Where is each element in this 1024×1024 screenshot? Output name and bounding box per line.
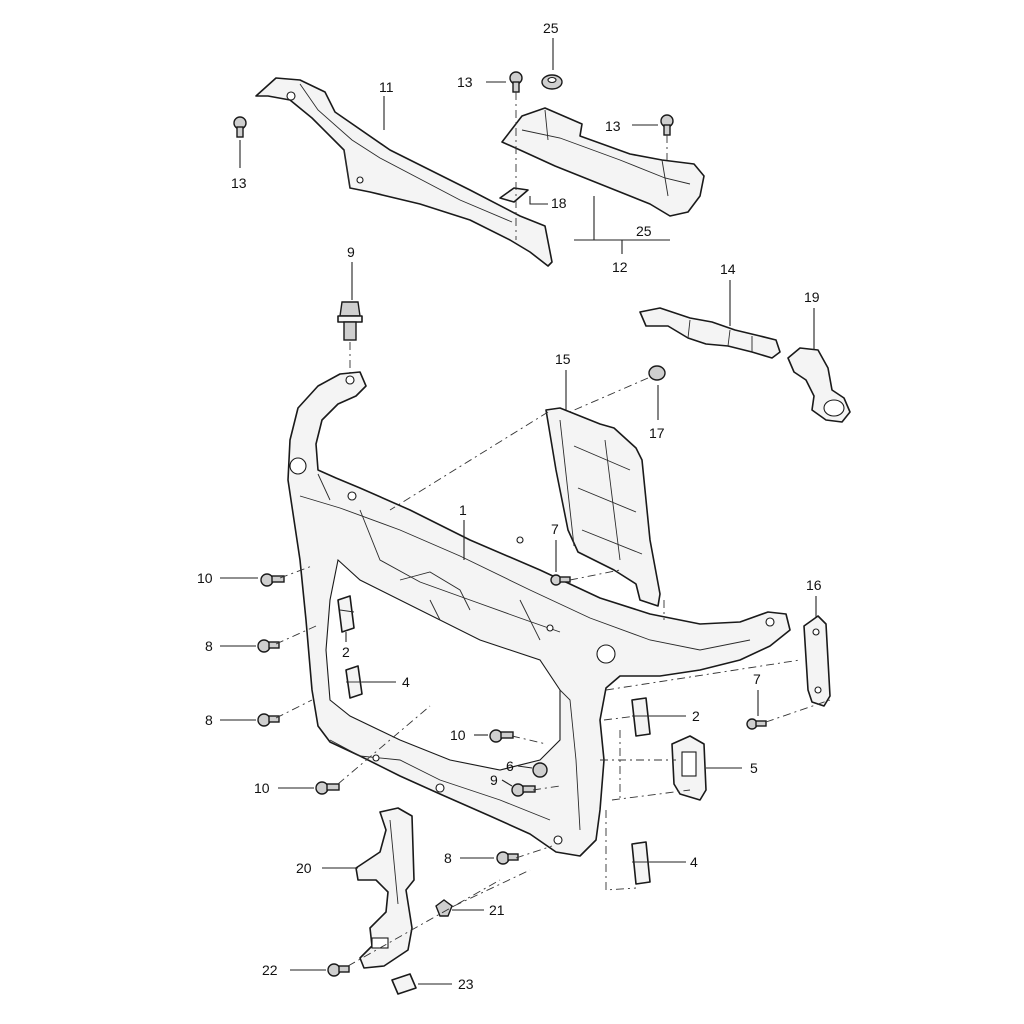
callout-23: 23 <box>458 976 474 992</box>
callout-9: 9 <box>490 772 498 788</box>
callout-2: 2 <box>692 708 700 724</box>
callout-8: 8 <box>205 712 213 728</box>
callout-19: 19 <box>804 289 820 305</box>
callout-10: 10 <box>254 780 270 796</box>
part-6-grommet <box>532 762 548 778</box>
clip-2-left <box>337 595 355 633</box>
part-5-bracket <box>671 735 707 801</box>
screw-8-middle <box>257 713 280 727</box>
leader-lines <box>220 38 817 985</box>
clip-4-left <box>345 665 363 699</box>
clip-18 <box>499 187 529 203</box>
pad-23 <box>391 973 417 995</box>
callout-18: 18 <box>551 195 567 211</box>
part-16-side-bracket <box>803 615 831 707</box>
callout-13: 13 <box>605 118 621 134</box>
callout-20: 20 <box>296 860 312 876</box>
callout-13: 13 <box>457 74 473 90</box>
part-17-plug <box>648 365 666 381</box>
screw-10-middle <box>489 729 514 743</box>
callout-12: 12 <box>612 259 628 275</box>
screw-9-lower <box>511 783 536 797</box>
callout-17: 17 <box>649 425 665 441</box>
callout-21: 21 <box>489 902 505 918</box>
callout-1: 1 <box>459 502 467 518</box>
nut-25 <box>541 74 563 90</box>
callout-2: 2 <box>342 644 350 660</box>
screw-10-lower <box>315 781 340 795</box>
callout-4: 4 <box>690 854 698 870</box>
callout-25: 25 <box>636 223 652 239</box>
callout-9: 9 <box>347 244 355 260</box>
screw-10-upper <box>260 573 285 587</box>
screw-8-upper <box>257 639 280 653</box>
callout-13: 13 <box>231 175 247 191</box>
callout-4: 4 <box>402 674 410 690</box>
callout-7: 7 <box>551 521 559 537</box>
callout-14: 14 <box>720 261 736 277</box>
part-20-lower-guide <box>355 807 415 969</box>
callout-15: 15 <box>555 351 571 367</box>
callout-5: 5 <box>750 760 758 776</box>
part-11-upper-bracket <box>255 77 553 267</box>
clip-2-right <box>631 697 651 737</box>
callout-22: 22 <box>262 962 278 978</box>
part-1-front-carrier <box>287 371 791 857</box>
part-19-hose-elbow <box>787 347 851 423</box>
callout-10: 10 <box>197 570 213 586</box>
screw-22 <box>327 963 350 977</box>
callout-8: 8 <box>444 850 452 866</box>
screw-13-left <box>233 116 247 138</box>
screw-7-right <box>746 718 767 730</box>
callout-7: 7 <box>753 671 761 687</box>
part-15-deflector <box>545 407 661 607</box>
clip-21 <box>435 899 453 917</box>
callout-labels: 11 13 13 25 13 18 25 12 14 19 9 15 17 1 … <box>197 20 822 992</box>
clip-4-right <box>631 841 651 885</box>
screw-7-upper <box>550 574 571 586</box>
part-12-air-duct <box>501 107 705 217</box>
screw-13-right <box>660 114 674 136</box>
callout-16: 16 <box>806 577 822 593</box>
callout-11: 11 <box>379 79 394 95</box>
callout-10: 10 <box>450 727 466 743</box>
callout-6: 6 <box>506 758 514 774</box>
bolt-9-top <box>337 301 363 341</box>
part-14-hose <box>639 307 781 359</box>
screw-8-lower <box>496 851 519 865</box>
screw-13-top <box>509 71 523 93</box>
callout-8: 8 <box>205 638 213 654</box>
callout-25: 25 <box>543 20 559 36</box>
